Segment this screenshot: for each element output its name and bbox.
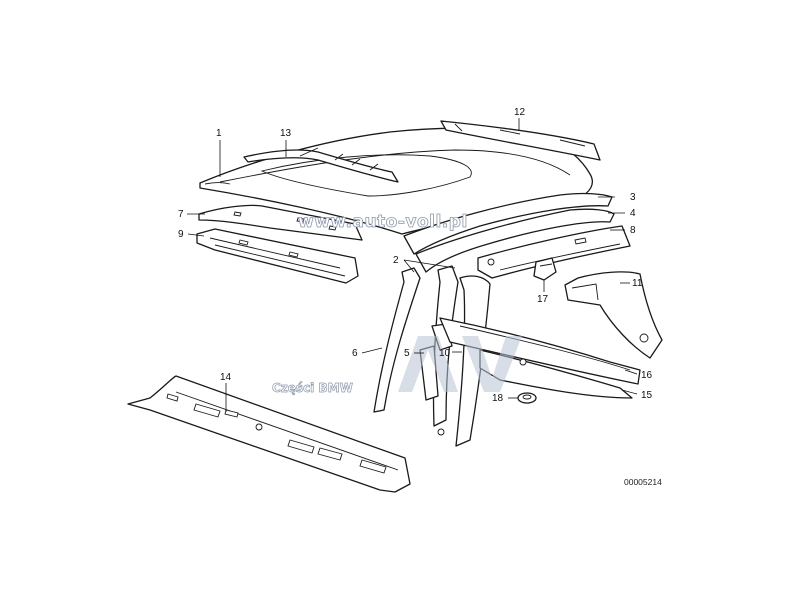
callout-4: 4 — [630, 208, 636, 219]
watermark-subtitle: Części BMW — [272, 381, 353, 395]
callout-13: 13 — [280, 128, 292, 139]
callout-8: 8 — [630, 225, 636, 236]
drawing-reference-number: 00005214 — [624, 477, 662, 487]
header-reinforcement — [196, 228, 359, 284]
roof-front-strip — [243, 147, 399, 183]
callout-15: 15 — [641, 390, 653, 401]
callout-7: 7 — [178, 209, 184, 220]
callout-18: 18 — [492, 393, 504, 404]
a-pillar — [373, 267, 421, 413]
callout-9: 9 — [178, 229, 184, 240]
callout-3: 3 — [630, 192, 636, 203]
roof-side-frame-outer — [403, 192, 613, 255]
callout-10: 10 — [439, 348, 451, 359]
callout-6: 6 — [352, 348, 358, 359]
callout-14: 14 — [220, 372, 232, 383]
callout-12: 12 — [514, 107, 526, 118]
front-header-panel — [198, 204, 363, 241]
roof-side-frame-inner — [415, 208, 615, 273]
callout-11: 11 — [632, 278, 643, 289]
callout-16: 16 — [641, 370, 653, 381]
callout-labels: 1 13 12 3 4 7 8 9 2 11 17 6 5 10 14 16 1… — [178, 107, 653, 404]
rear-side-reinforcement — [477, 225, 631, 279]
callout-1: 1 — [216, 128, 222, 139]
small-bracket — [533, 257, 557, 281]
grommet — [517, 392, 537, 404]
callout-5: 5 — [404, 348, 410, 359]
leader-lines — [187, 118, 638, 412]
wheel-arch-inner — [479, 349, 633, 399]
watermark-url: www.auto-voll.pl — [298, 212, 468, 232]
watermark-logo — [398, 336, 522, 392]
c-pillar-panel — [564, 271, 663, 359]
callout-17: 17 — [537, 294, 549, 305]
rear-roof-crossmember — [440, 120, 601, 161]
cowl-panel — [127, 375, 411, 493]
callout-2: 2 — [393, 255, 399, 266]
